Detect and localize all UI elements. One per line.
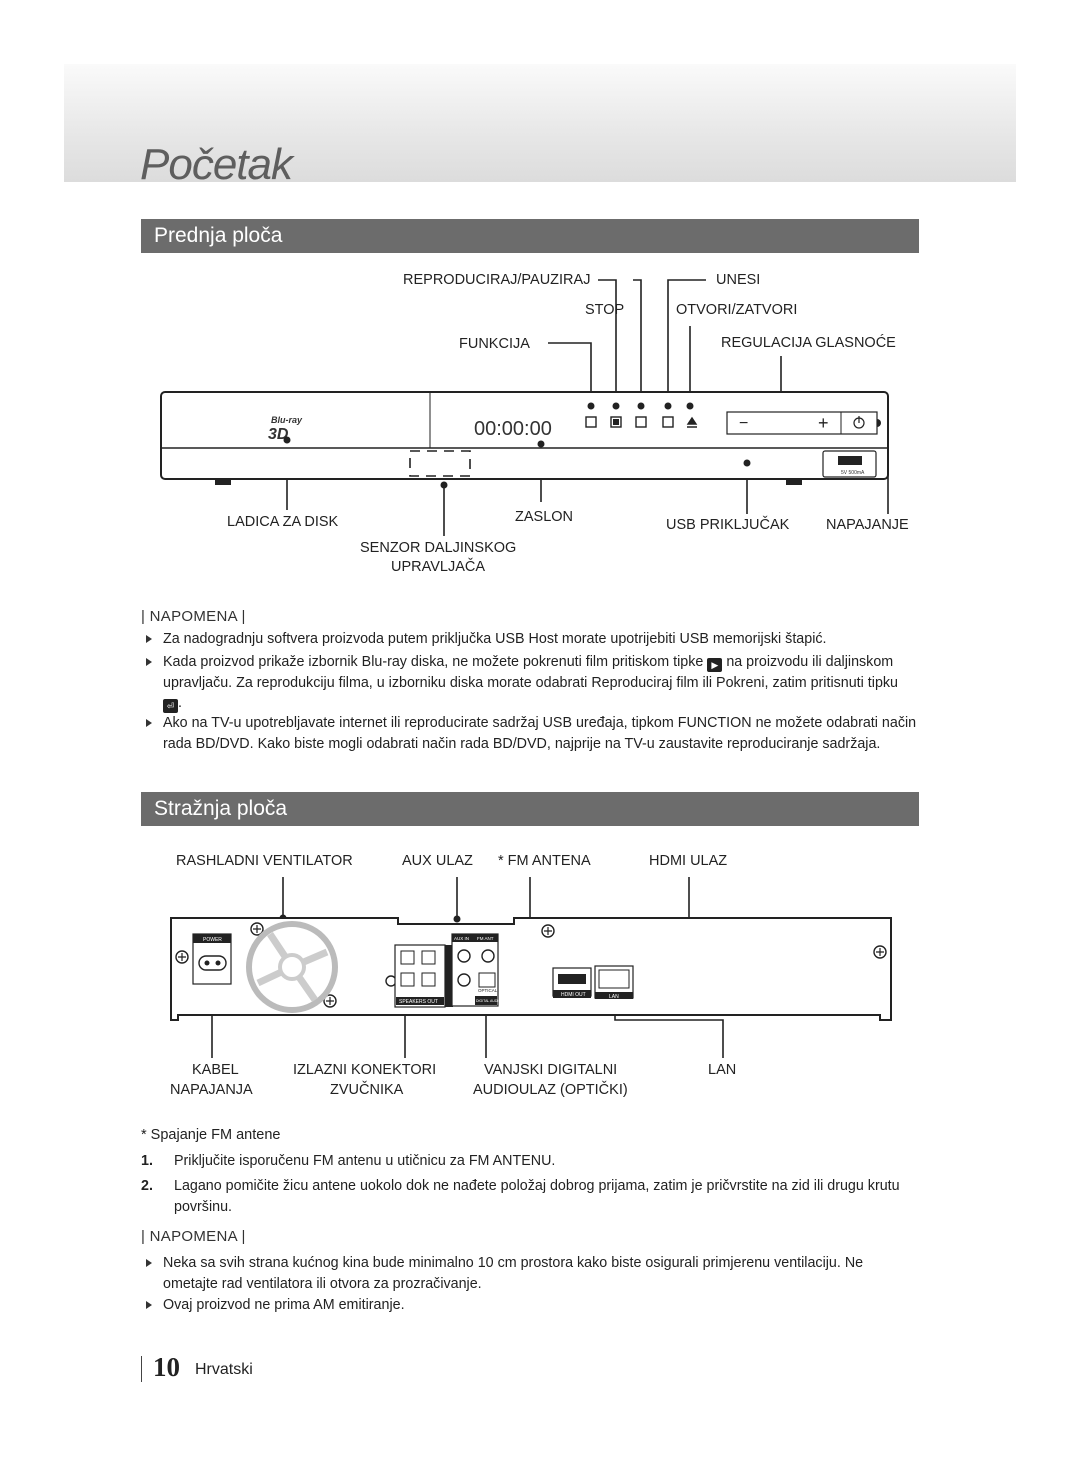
chapter-title: Početak (140, 140, 293, 189)
function-button (585, 416, 597, 428)
front-panel-diagram: Blu-ray 3D 00:00:00 − + 5V 500mA (160, 279, 889, 536)
label-usb: USB PRIKLJUČAK (666, 517, 790, 533)
play-pause-button (635, 416, 647, 428)
hdmi-out-label: HDMI OUT (561, 992, 586, 998)
note-heading-1: | NAPOMENA | (141, 608, 246, 625)
label-remote-sensor-1: SENZOR DALJINSKOG (360, 540, 517, 556)
power-port-label: POWER (203, 937, 222, 943)
label-play-pause: REPRODUCIRAJ/PAUZIRAJ (403, 272, 591, 288)
label-power: NAPAJANJE (826, 517, 909, 533)
label-volume: REGULACIJA GLASNOĆE (721, 335, 896, 351)
label-optical-1: VANJSKI DIGITALNI (484, 1062, 618, 1078)
note2-item-1: Neka sa svih strana kućnog kina bude min… (146, 1253, 921, 1294)
label-fan: RASHLADNI VENTILATOR (176, 853, 353, 869)
lan-port-label: LAN (609, 994, 619, 1000)
play-icon: ▶ (707, 658, 723, 672)
page-number-separator (141, 1356, 142, 1382)
label-speaker-2: ZVUČNIKA (330, 1082, 404, 1098)
label-speaker-1: IZLAZNI KONEKTORI (293, 1062, 437, 1078)
optical-label: OPTICAL (478, 988, 498, 993)
brand-bluray-logo: Blu-ray (271, 415, 303, 425)
label-power-cable-2: NAPAJANJA (170, 1082, 253, 1098)
label-optical-2: AUDIOULAZ (OPTIČKI) (473, 1082, 628, 1098)
volume-down-icon: − (739, 415, 748, 432)
enter-icon: ⏎ (163, 699, 178, 713)
eject-icon (686, 416, 698, 428)
label-lan: LAN (708, 1062, 737, 1078)
note2-item-2: Ovaj proizvod ne prima AM emitiranje. (146, 1295, 921, 1316)
display-readout: 00:00:00 (474, 418, 552, 440)
speakers-out-label: SPEAKERS OUT (399, 999, 438, 1005)
chapter-header-band (64, 64, 1016, 182)
note1-item-2: Kada proizvod prikaže izbornik Blu-ray d… (146, 652, 921, 714)
fm-ant-label: FM ANT (477, 936, 494, 941)
label-remote-sensor-2: UPRAVLJAČA (391, 559, 486, 575)
hdmi-port (558, 974, 586, 984)
fm-step-2: 2.Lagano pomičite žicu antene uokolo dok… (141, 1178, 900, 1215)
rear-panel-diagram: POWER SPEAKERS OUT AUX IN FM ANT OPTICAL… (170, 877, 892, 1058)
label-function: FUNKCIJA (459, 336, 530, 352)
label-hdmi: HDMI ULAZ (649, 853, 728, 869)
label-open-close: OTVORI/ZATVORI (676, 302, 798, 318)
label-aux: AUX ULAZ (402, 853, 473, 869)
fm-title: * Spajanje FM antene (141, 1127, 281, 1143)
power-socket (198, 955, 227, 971)
fm-antenna-jack (481, 949, 495, 963)
label-enter: UNESI (716, 272, 761, 288)
aux-in-label: AUX IN (454, 936, 469, 941)
note1-item-1: Za nadogradnju softvera proizvoda putem … (146, 629, 921, 650)
fm-step-1: 1.Priključite isporučenu FM antenu u uti… (141, 1153, 556, 1169)
lan-port (598, 969, 630, 989)
usb-rating: 5V 500mA (841, 470, 865, 476)
label-disc-tray: LADICA ZA DISK (227, 514, 339, 530)
section-title-front-panel: Prednja ploča (141, 219, 919, 253)
note-heading-2: | NAPOMENA | (141, 1228, 246, 1245)
label-fm: * FM ANTENA (498, 853, 591, 869)
note1-item-3: Ako na TV-u upotrebljavate internet ili … (146, 713, 921, 754)
page-number: 10 (153, 1352, 180, 1382)
enter-button (662, 416, 674, 428)
digital-audio-in-label: DIGITAL AUDIO IN (476, 999, 506, 1003)
aux-jack (457, 949, 471, 963)
volume-up-icon: + (818, 413, 829, 433)
label-display: ZASLON (515, 509, 574, 525)
label-stop: STOP (585, 302, 625, 318)
page-language: Hrvatski (195, 1361, 253, 1378)
section-title-rear-panel: Stražnja ploča (141, 792, 919, 826)
optical-port (478, 972, 496, 988)
usb-port (838, 456, 862, 465)
brand-3d-logo: 3D (268, 426, 289, 443)
label-power-cable-1: KABEL (192, 1062, 239, 1078)
